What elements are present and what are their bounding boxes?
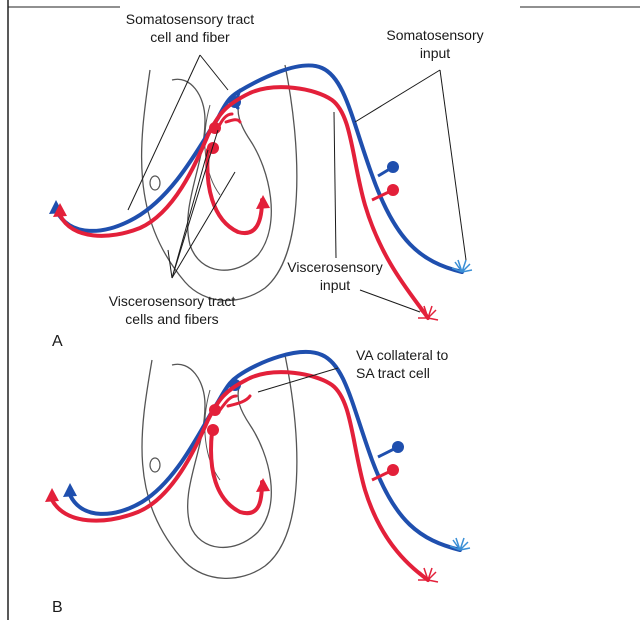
somatosensory-pathway-a bbox=[56, 65, 462, 272]
viscerosensory-tract-cell-b2 bbox=[207, 424, 219, 436]
panel-a: Somatosensory tract cell and fiber Somat… bbox=[49, 11, 484, 350]
label-soma-input-2: input bbox=[420, 45, 450, 61]
spinal-cord-outline-a bbox=[142, 65, 297, 300]
viscerosensory-arrow-left-b bbox=[45, 488, 59, 502]
label-soma-tract-1: Somatosensory tract bbox=[126, 11, 254, 27]
label-soma-tract-2: cell and fiber bbox=[150, 29, 230, 45]
label-visc-input-1: Viscerosensory bbox=[287, 259, 382, 275]
viscerosensory-tract-cell-a2 bbox=[207, 142, 219, 154]
viscerosensory-pathway-a bbox=[60, 87, 428, 318]
label-va-collateral-2: SA tract cell bbox=[356, 365, 430, 381]
figure-frame bbox=[8, 0, 640, 620]
label-visc-tract-2: cells and fibers bbox=[125, 311, 218, 327]
somatosensory-arrow-b bbox=[63, 483, 77, 497]
viscerosensory-pathway-b bbox=[52, 372, 428, 580]
viscerosensory-tract-cell-b1 bbox=[209, 404, 221, 416]
viscerosensory-arrow-right-b bbox=[256, 478, 270, 492]
panel-a-letter: A bbox=[52, 333, 63, 350]
panel-b: VA collateral to SA tract cell B bbox=[45, 347, 470, 616]
label-visc-tract-1: Viscerosensory tract bbox=[109, 293, 236, 309]
label-va-collateral-1: VA collateral to bbox=[356, 347, 449, 363]
label-soma-input-1: Somatosensory bbox=[386, 27, 483, 43]
panel-b-letter: B bbox=[52, 599, 63, 616]
label-visc-input-2: input bbox=[320, 277, 350, 293]
viscerosensory-tract-cell-a1 bbox=[209, 122, 221, 134]
viscerosensory-arrow-right-a bbox=[256, 195, 270, 209]
spinal-cord-outline-b bbox=[142, 355, 297, 578]
